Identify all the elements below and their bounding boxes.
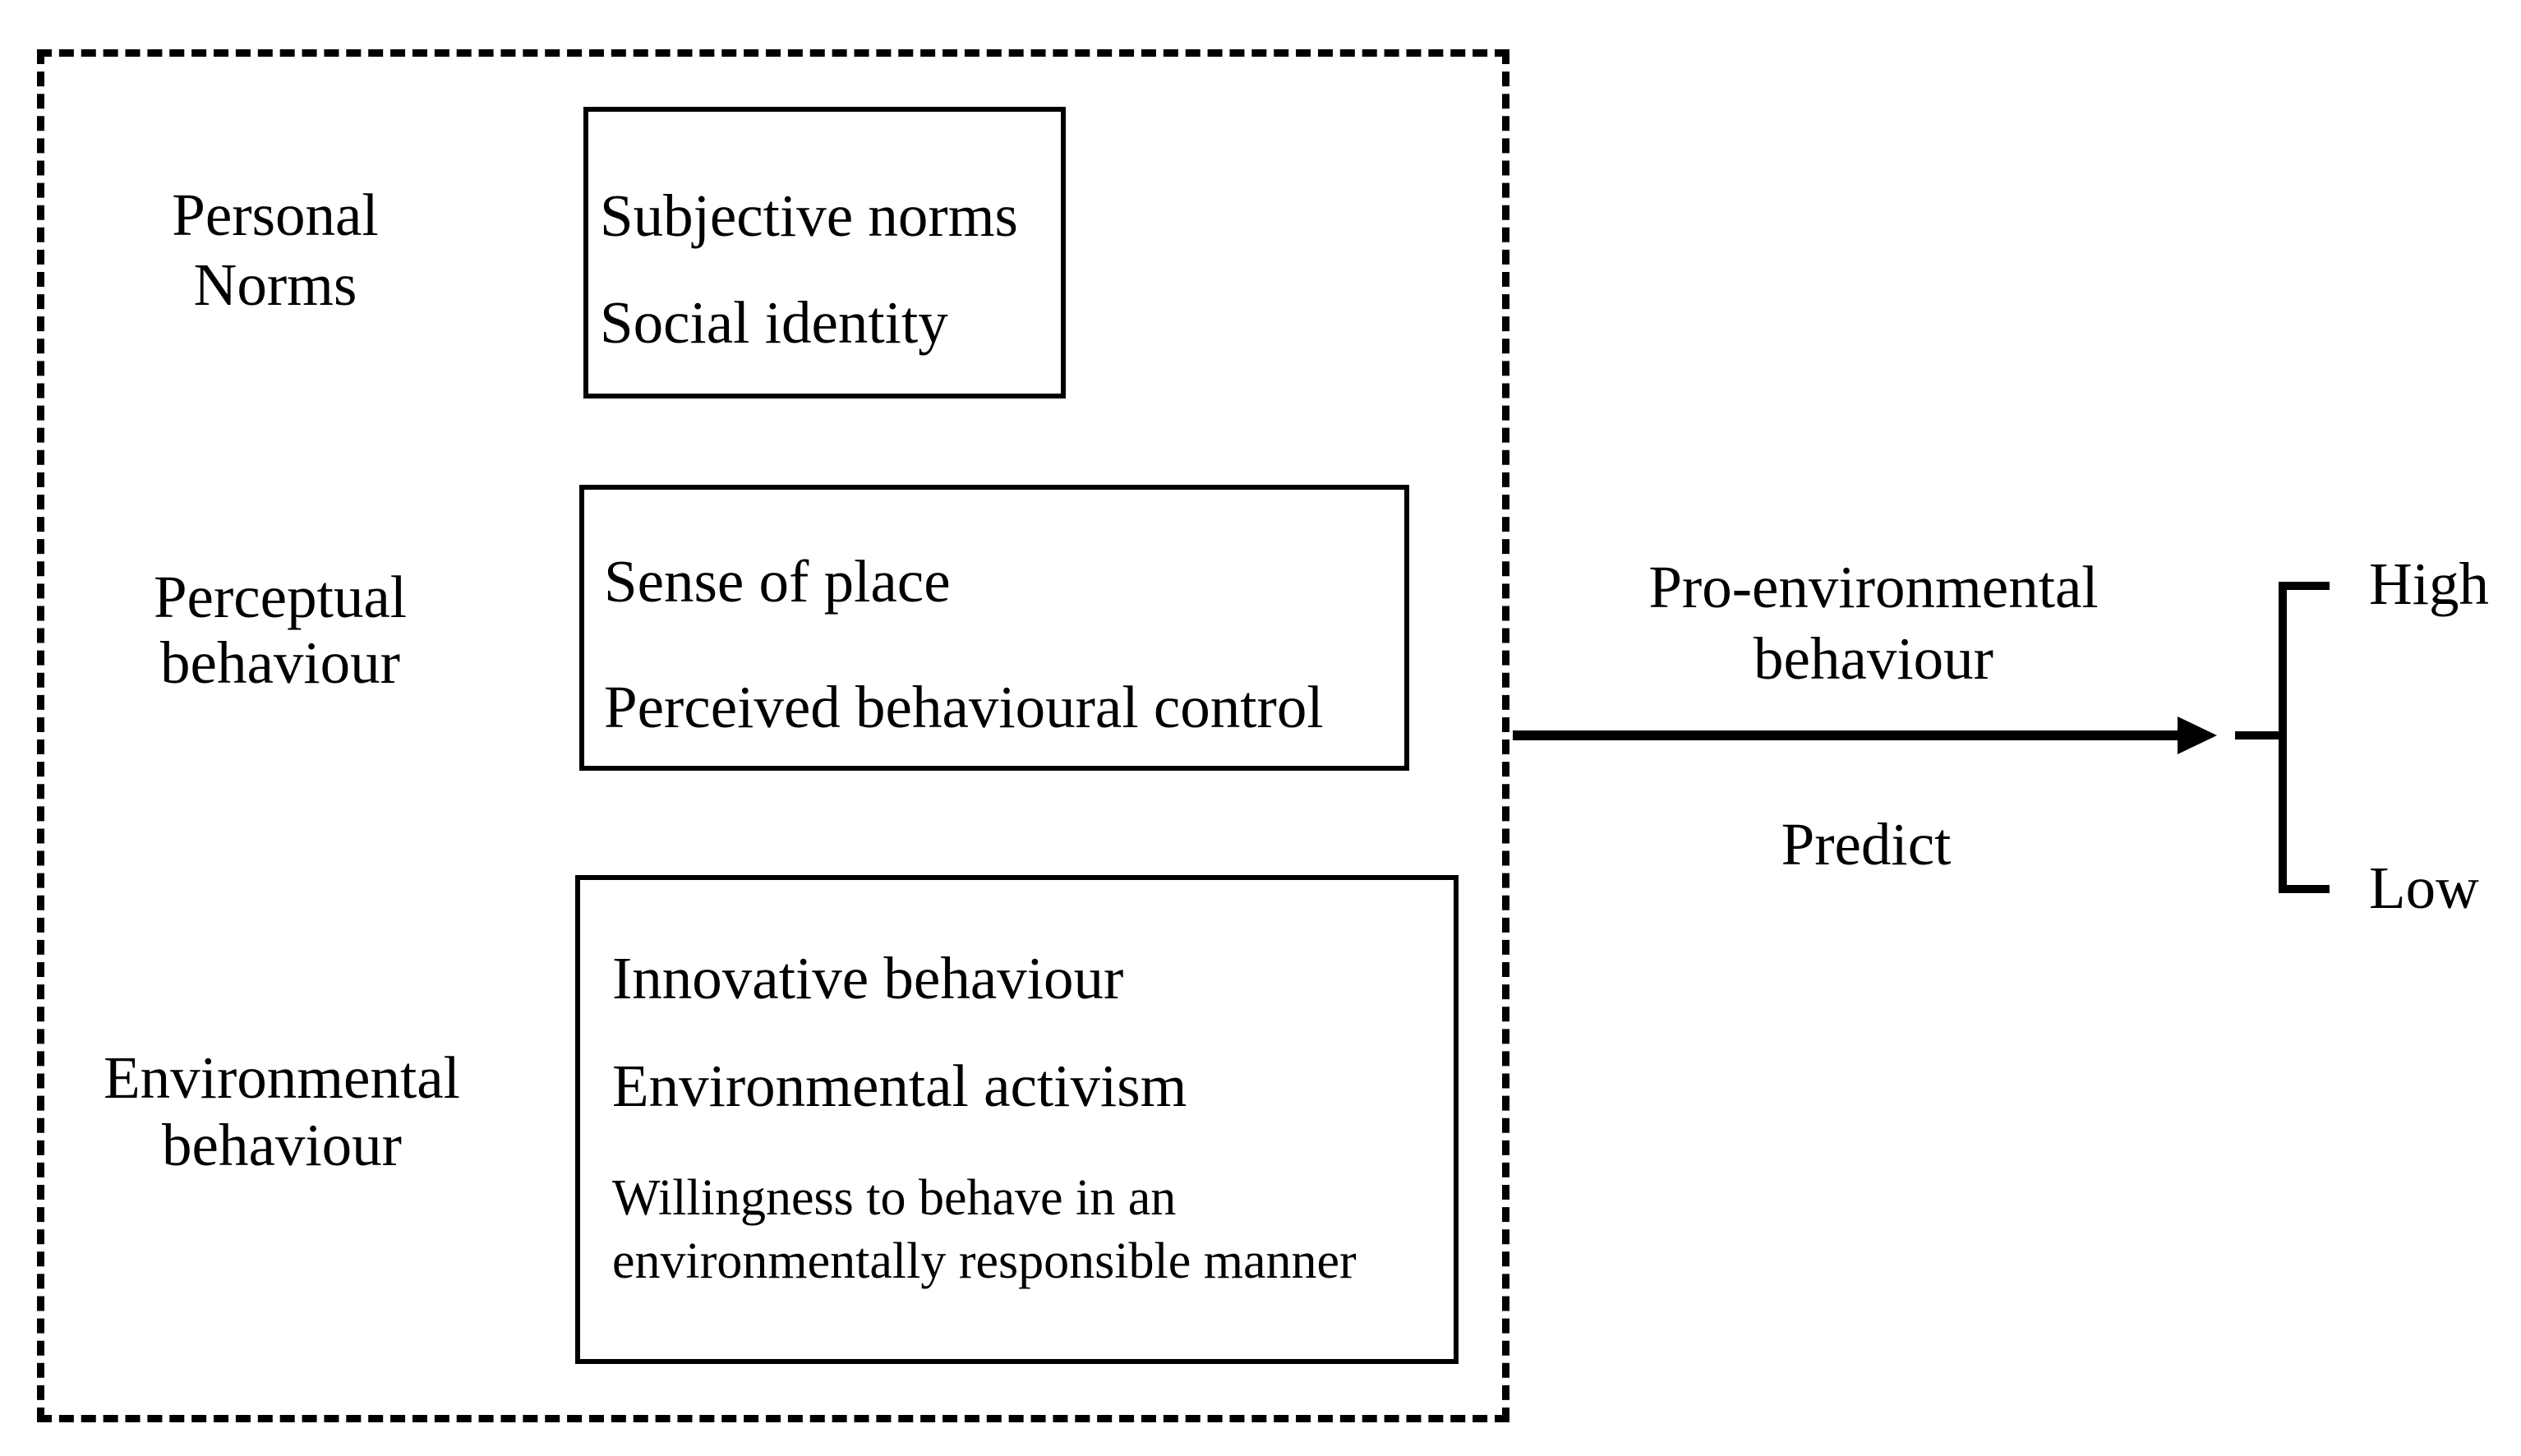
predict-arrow-head-icon bbox=[2178, 716, 2217, 754]
item-innovative-behaviour: Innovative behaviour bbox=[612, 945, 1124, 1011]
arrow-label-pro-environmental-behaviour: Pro-environmental behaviour bbox=[1648, 554, 2099, 692]
bracket-vertical-line bbox=[2279, 582, 2287, 893]
item-sense-of-place: Sense of place bbox=[604, 548, 951, 615]
bracket-connector-tick bbox=[2235, 731, 2283, 740]
dashed-boundary-box bbox=[37, 49, 1509, 1422]
item-perceived-behavioural-control: Perceived behavioural control bbox=[604, 674, 1324, 740]
bracket-top-tick bbox=[2279, 582, 2330, 590]
item-willingness-line1: Willingness to behave in an bbox=[612, 1170, 1177, 1226]
outcome-low-label: Low bbox=[2369, 855, 2479, 921]
item-social-identity: Social identity bbox=[600, 289, 948, 356]
row-label-environmental-behaviour: Environmental behaviour bbox=[104, 1044, 460, 1178]
outcome-high-label: High bbox=[2369, 551, 2489, 617]
bracket-bottom-tick bbox=[2279, 885, 2330, 893]
row-label-perceptual-behaviour: Perceptual behaviour bbox=[153, 564, 408, 696]
predict-arrow-shaft bbox=[1513, 730, 2182, 740]
concept-box-environmental-behaviour bbox=[575, 875, 1459, 1364]
item-subjective-norms: Subjective norms bbox=[600, 182, 1018, 249]
item-willingness-line2: environmentally responsible manner bbox=[612, 1233, 1357, 1289]
item-environmental-activism: Environmental activism bbox=[612, 1053, 1187, 1119]
concept-box-personal-norms bbox=[583, 107, 1066, 399]
arrow-sublabel-predict: Predict bbox=[1781, 811, 1952, 878]
concept-box-perceptual-behaviour bbox=[579, 485, 1409, 771]
row-label-personal-norms: Personal Norms bbox=[172, 182, 379, 318]
